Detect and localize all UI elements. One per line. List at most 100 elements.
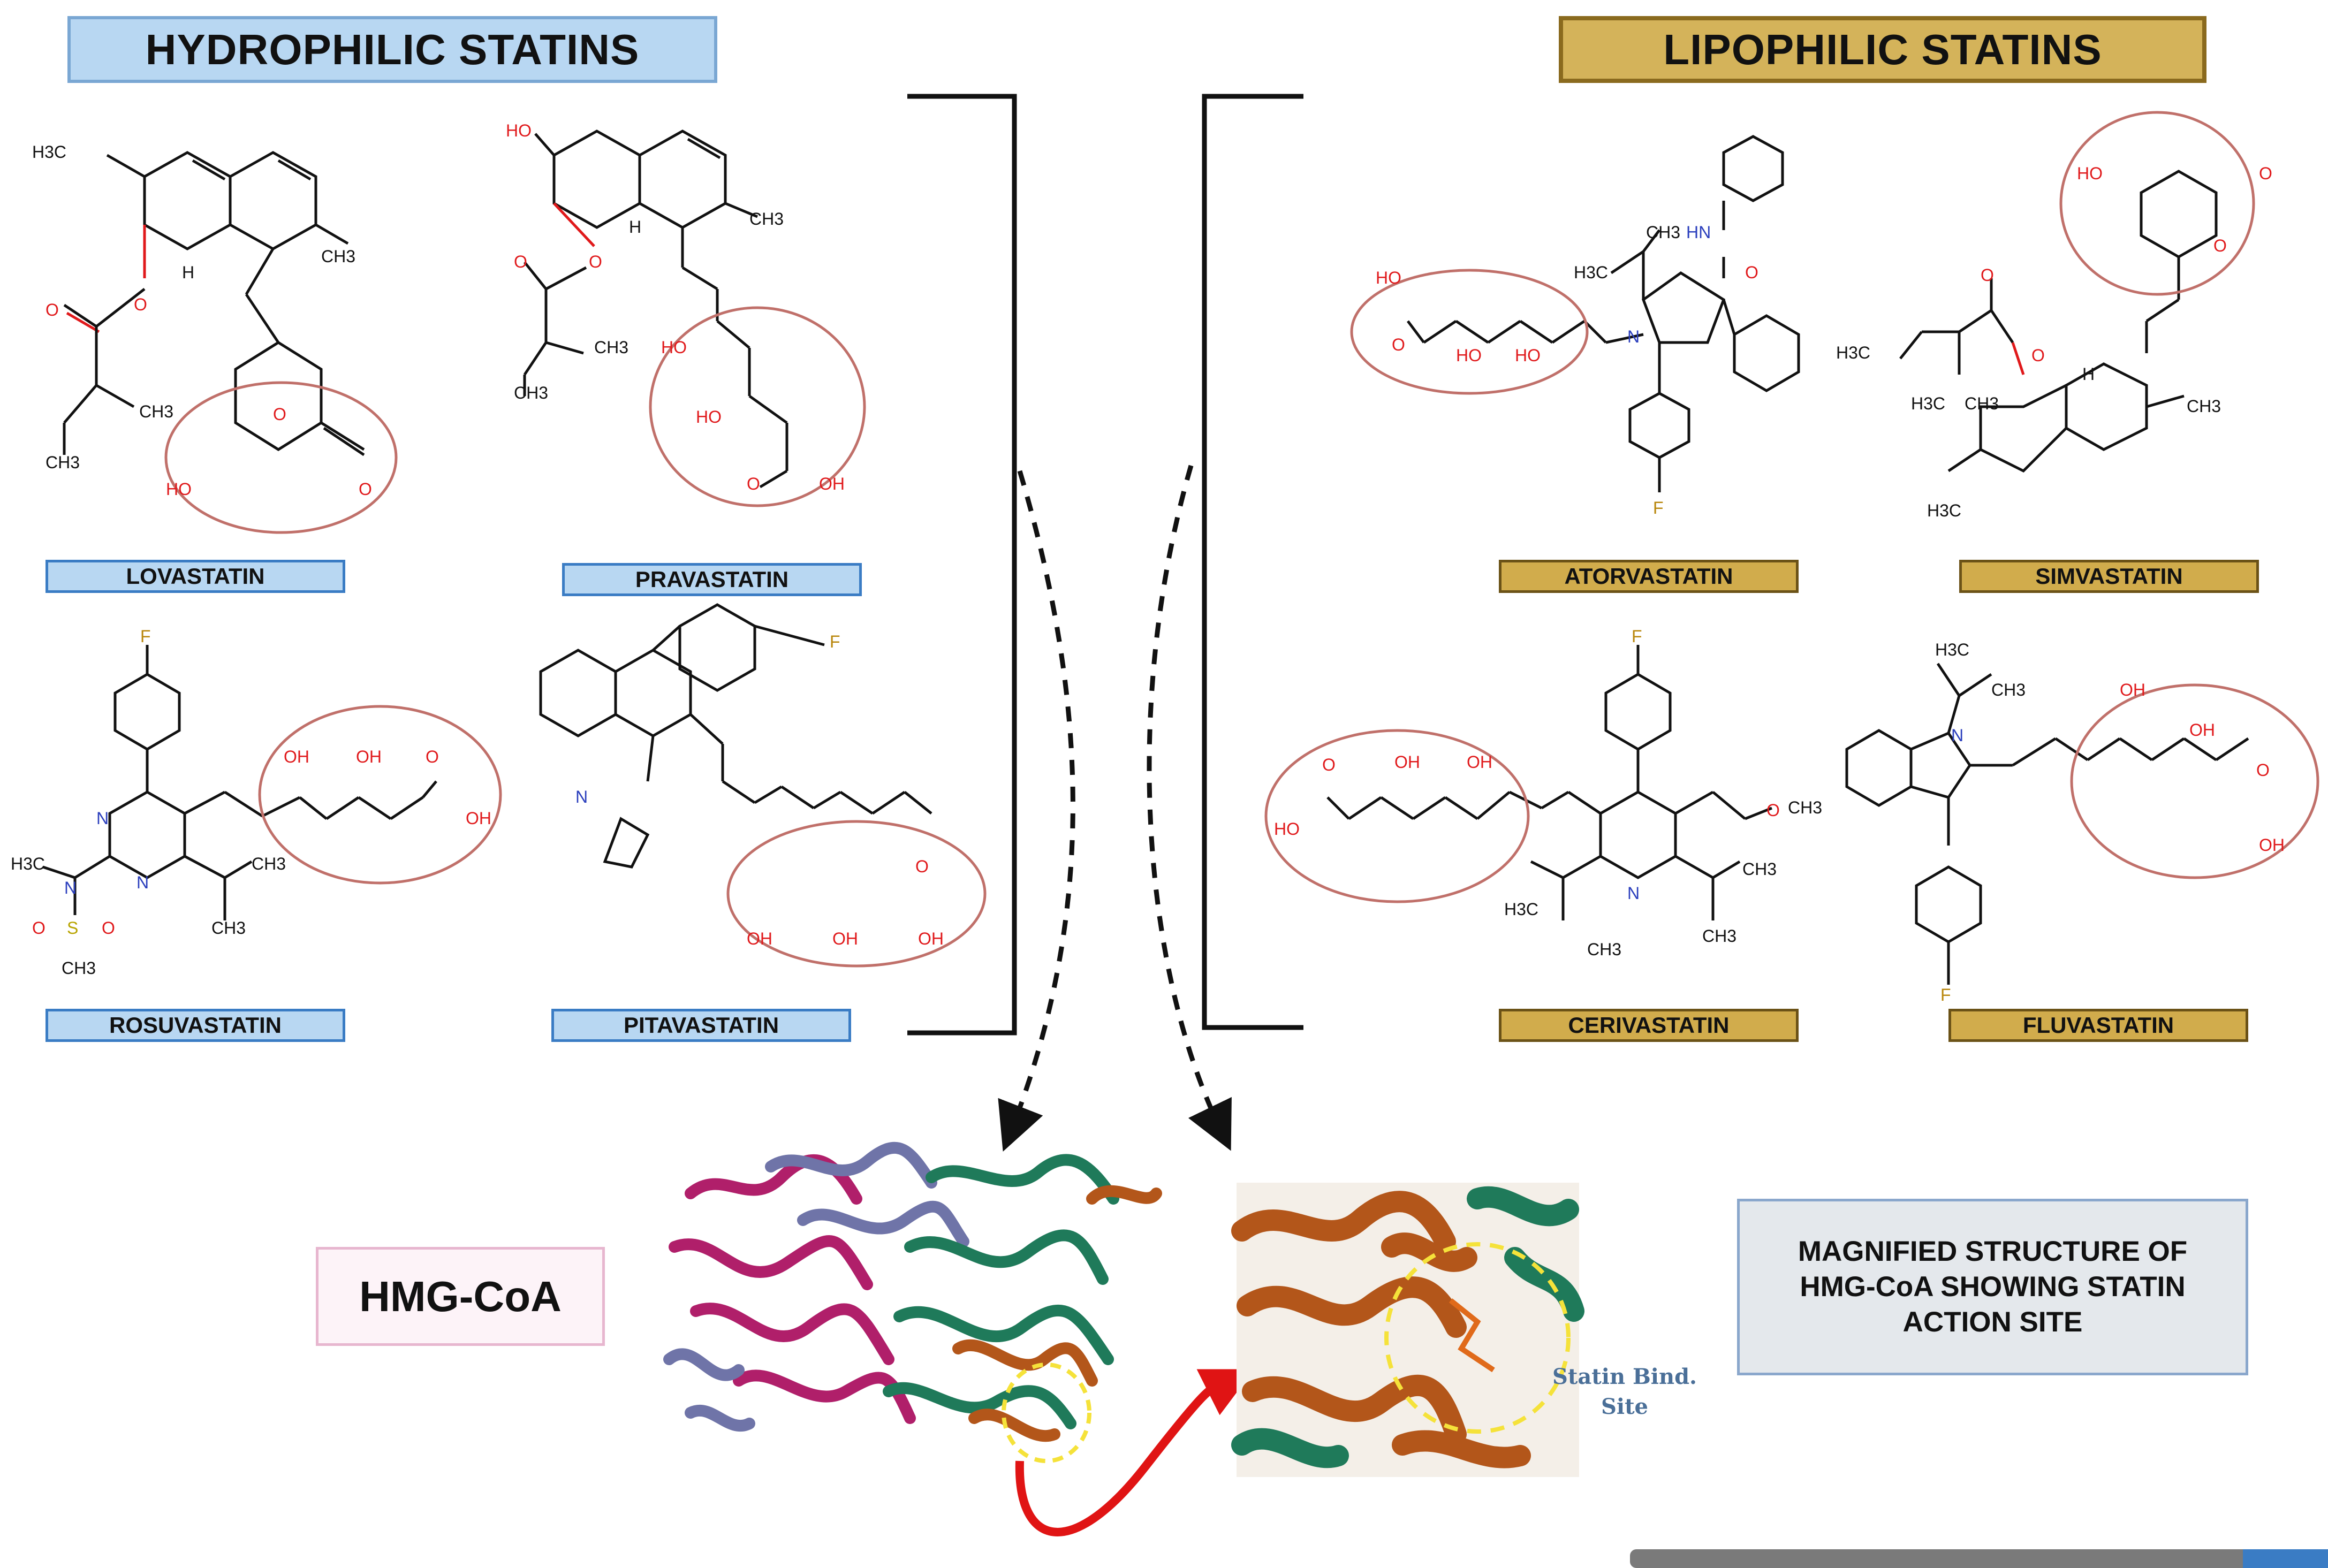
simvastatin-o: O [2031,346,2045,365]
pravastatin-structure [523,130,788,489]
magnified-protein-structure [1231,1186,1584,1468]
rosuvastatin-o3: O [426,747,439,766]
pitavastatin-o: O [915,857,929,876]
rosuvastatin-ch3-s: CH3 [62,958,96,978]
cerivastatin-n: N [1627,884,1640,903]
fluvastatin-ch3: CH3 [1991,680,2026,699]
atorvastatin-ho1: HO [1456,346,1482,365]
fluvastatin-o: O [2256,760,2270,780]
lovastatin-o2: O [46,300,59,319]
fluvastatin-n: N [1951,726,1963,745]
bound-statin-ligand [1449,1298,1495,1373]
rosuvastatin-o1: O [32,918,46,938]
magnify-arrow [1015,1369,1254,1536]
pravastatin-ch3: CH3 [749,209,784,229]
cerivastatin-oh2: OH [1467,752,1492,772]
pitavastatin-highlight [726,820,987,968]
atorvastatin-h3c: H3C [1574,263,1608,282]
cerivastatin-ch3-a: CH3 [1742,859,1777,879]
pravastatin-ho1: HO [661,338,687,357]
hydrophilic-bracket [907,94,1017,1036]
simvastatin-ring-o: O [2213,236,2227,255]
rosuvastatin-structure [42,645,437,920]
lovastatin-ch3-c: CH3 [46,453,80,472]
simvastatin-h: H [2082,364,2095,384]
atorvastatin-ch3: CH3 [1646,223,1680,242]
atorvastatin-label: ATORVASTATIN [1499,560,1799,593]
cerivastatin-acid-o: O [1322,755,1336,774]
lovastatin-ring-o: O [273,405,286,424]
pravastatin-ch3-c: CH3 [514,383,548,402]
lovastatin-o1: O [134,295,147,314]
simvastatin-ho: HO [2077,164,2103,183]
simvastatin-highlight [2059,111,2255,296]
lovastatin-structure [63,151,365,456]
simvastatin-h3c-a: H3C [1836,343,1870,362]
simvastatin-structure [1899,170,2218,473]
pravastatin-ho-top: HO [506,121,532,140]
atorvastatin-ho2: HO [1515,346,1541,365]
fluvastatin-f: F [1940,985,1951,1004]
pitavastatin-oh3: OH [918,929,944,948]
lovastatin-ch3-b: CH3 [139,402,173,421]
simvastatin-h3c-b: H3C [1911,394,1945,413]
rosuvastatin-n3: N [64,878,77,897]
rosuvastatin-f: F [140,627,151,646]
cerivastatin-label: CERIVASTATIN [1499,1009,1799,1042]
fluvastatin-oh3: OH [2259,835,2285,855]
cerivastatin-highlight [1264,729,1530,903]
cerivastatin-ether-o: O [1766,801,1780,820]
lovastatin-lactone-o: O [359,479,372,499]
hmg-coa-label: HMG-CoA [316,1247,605,1346]
fluvastatin-oh2: OH [2189,720,2215,740]
rosuvastatin-n1: N [96,809,109,828]
lipophilic-bracket [1202,94,1303,1030]
atorvastatin-highlight [1350,269,1589,395]
lovastatin-highlight [164,381,398,534]
rosuvastatin-oh1: OH [284,747,309,766]
rosuvastatin-n2: N [137,873,149,892]
atorvastatin-n: N [1627,327,1640,346]
simvastatin-ester-o: O [1981,265,1994,285]
cerivastatin-h3c: H3C [1504,900,1538,919]
hydrophilic-statins-header: HYDROPHILIC STATINS [67,16,717,83]
pravastatin-ho2: HO [696,407,722,427]
simvastatin-lactone-o: O [2259,164,2272,183]
pravastatin-ch3-b: CH3 [594,338,628,357]
cerivastatin-ch3-c: CH3 [1587,940,1621,959]
rosuvastatin-h3c: H3C [11,854,45,873]
fluvastatin-label: FLUVASTATIN [1948,1009,2248,1042]
dashed-arrow-right [1147,465,1232,1151]
lovastatin-h3c: H3C [32,142,66,162]
pitavastatin-oh2: OH [832,929,858,948]
cerivastatin-structure [1326,645,1772,920]
rosuvastatin-o2: O [102,918,115,938]
rosuvastatin-s: S [67,918,78,938]
atorvastatin-ho-acid: HO [1376,268,1401,287]
rosuvastatin-oh2: OH [356,747,382,766]
rosuvastatin-oh3: OH [466,809,491,828]
rosuvastatin-highlight [258,705,502,885]
lovastatin-h: H [182,263,194,282]
binding-site-ring-large [1384,1242,1571,1434]
pravastatin-h: H [629,217,641,237]
rosuvastatin-ch3-b: CH3 [211,918,246,938]
lovastatin-ch3: CH3 [321,247,355,266]
simvastatin-ch3-b: CH3 [2187,397,2221,416]
dashed-arrow-left [998,470,1075,1152]
statin-binding-site-label: Statin Bind. Site [1552,1364,1697,1419]
pravastatin-highlight [649,306,866,507]
magnified-structure-caption: MAGNIFIED STRUCTURE OF HMG-CoA SHOWING S… [1737,1199,2248,1375]
rosuvastatin-ch3-a: CH3 [252,854,286,873]
simvastatin-h3c-c: H3C [1927,501,1961,520]
cerivastatin-ch3-b: CH3 [1702,926,1736,946]
pravastatin-o1: O [589,252,602,271]
pravastatin-label: PRAVASTATIN [562,563,862,596]
fluvastatin-h3c: H3C [1935,640,1969,659]
cerivastatin-ch3-o: CH3 [1788,798,1822,817]
scrollbar-thumb [2243,1549,2328,1568]
cerivastatin-oh1: OH [1394,752,1420,772]
lipophilic-statins-header: LIPOPHILIC STATINS [1559,16,2206,83]
binding-site-ring-small [1002,1363,1091,1463]
